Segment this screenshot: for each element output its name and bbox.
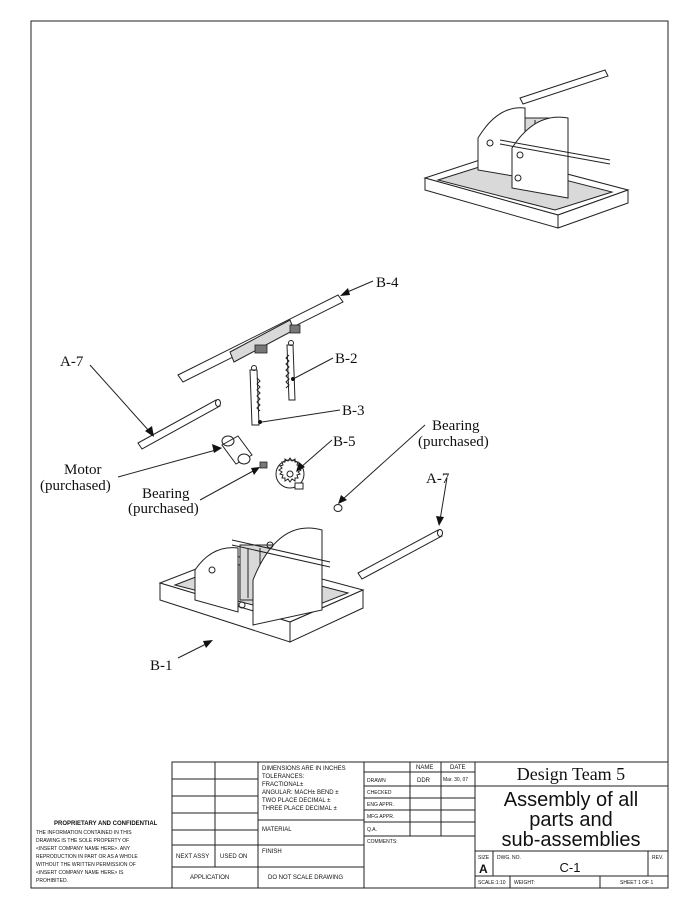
tb-qa: Q.A. <box>367 827 377 833</box>
tb-two-place: TWO PLACE DECIMAL ± <box>262 798 331 804</box>
tb-rev-label: REV. <box>652 855 663 861</box>
part-b1-base <box>158 527 365 643</box>
callout-b1: B-1 <box>150 658 173 674</box>
tb-drawn-name: DDR <box>417 778 431 784</box>
callout-motor: Motor <box>64 462 102 478</box>
part-a7-rod-right <box>357 529 443 580</box>
callout-a7-left: A-7 <box>60 354 84 370</box>
callout-b2: B-2 <box>335 351 358 367</box>
tb-title-line-1: Assembly of all <box>504 789 639 811</box>
proprietary-heading: PROPRIETARY AND CONFIDENTIAL <box>54 821 158 827</box>
tb-fractional: FRACTIONAL± <box>262 782 304 788</box>
tb-three-place: THREE PLACE DECIMAL ± <box>262 806 337 812</box>
sheet-border <box>30 20 669 889</box>
callout-a7-right: A-7 <box>426 471 450 487</box>
tb-mfg-appr: MFG APPR. <box>367 814 394 820</box>
part-b2-rack <box>285 340 296 401</box>
tb-title-line-2: parts and <box>529 809 612 831</box>
tb-sheet: SHEET 1 OF 1 <box>620 880 653 886</box>
tb-dwg-no: C-1 <box>560 860 581 875</box>
tb-eng-appr: ENG APPR. <box>367 802 394 808</box>
part-b4-plate <box>177 294 344 383</box>
part-b5-gear <box>275 457 305 490</box>
proprietary-line-2: DRAWING IS THE SOLE PROPERTY OF <box>36 838 129 844</box>
tb-angular: ANGULAR: MACH± BEND ± <box>262 790 339 796</box>
tb-name-header: NAME <box>416 765 433 771</box>
proprietary-line-3: <INSERT COMPANY NAME HERE>. ANY <box>36 846 131 852</box>
proprietary-line-7: PROHIBITED. <box>36 878 68 884</box>
tb-drawn-date: Mar. 30, 07 <box>443 777 468 783</box>
tb-weight: WEIGHT: <box>514 880 535 886</box>
tb-do-not-scale: DO NOT SCALE DRAWING <box>268 875 343 881</box>
tb-size-value: A <box>479 862 488 876</box>
part-b3-rack <box>249 365 261 426</box>
callout-motor-purchased: (purchased) <box>40 478 111 494</box>
tb-size-label: SIZE <box>478 855 490 861</box>
part-bearing-left <box>259 461 268 469</box>
callout-bearing-left: Bearing <box>142 486 190 502</box>
tb-comments: COMMENTS: <box>367 839 398 845</box>
tb-dimensions: DIMENSIONS ARE IN INCHES <box>262 766 346 772</box>
tb-material: MATERIAL <box>262 827 292 833</box>
part-motor <box>221 435 253 465</box>
tb-date-header: DATE <box>450 765 466 771</box>
callout-bearing-right: Bearing <box>432 418 480 434</box>
proprietary-line-4: REPRODUCTION IN PART OR AS A WHOLE <box>36 854 138 860</box>
assembled-view <box>423 69 630 229</box>
callout-b3: B-3 <box>342 403 365 419</box>
tb-next-assy: NEXT ASSY <box>176 854 209 860</box>
tb-drawn: DRAWN <box>367 778 386 784</box>
tb-tolerances: TOLERANCES: <box>262 774 305 780</box>
tb-finish: FINISH <box>262 849 282 855</box>
callout-bearing-right-purchased: (purchased) <box>418 434 489 450</box>
callout-b4: B-4 <box>376 275 399 291</box>
part-a7-rod-left <box>137 399 221 450</box>
tb-scale: SCALE:1:10 <box>478 880 506 886</box>
part-bearing-right <box>333 504 343 512</box>
tb-checked: CHECKED <box>367 790 392 796</box>
tb-used-on: USED ON <box>220 854 247 860</box>
tb-dwg-no-label: DWG. NO. <box>497 855 521 861</box>
proprietary-line-1: THE INFORMATION CONTAINED IN THIS <box>36 830 132 836</box>
callout-leaders <box>89 280 448 659</box>
callout-bearing-left-purchased: (purchased) <box>128 501 199 517</box>
title-block <box>171 761 669 889</box>
proprietary-line-6: <INSERT COMPANY NAME HERE> IS <box>36 870 124 876</box>
tb-application: APPLICATION <box>190 875 229 881</box>
tb-title-line-3: sub-assemblies <box>502 829 641 851</box>
callout-b5: B-5 <box>333 434 356 450</box>
tb-company: Design Team 5 <box>517 764 625 784</box>
proprietary-line-5: WITHOUT THE WRITTEN PERMISSION OF <box>36 862 136 868</box>
